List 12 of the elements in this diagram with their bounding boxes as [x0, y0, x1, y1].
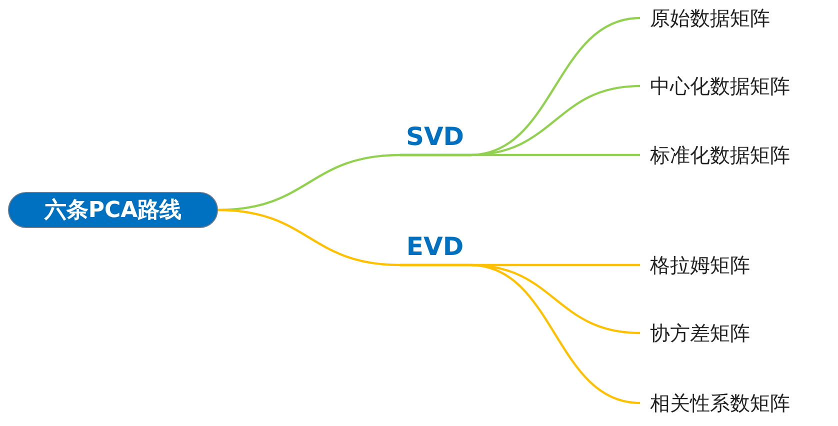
- root-node: 六条PCA路线: [8, 192, 218, 228]
- leaf-label: 原始数据矩阵: [640, 3, 835, 33]
- leaf-label: 相关性系数矩阵: [640, 388, 835, 418]
- branch-line: [218, 208, 400, 266]
- branch-line: [400, 264, 640, 404]
- branch-line: [400, 154, 640, 156]
- branch-label: SVD: [400, 112, 470, 155]
- leaf-label: 协方差矩阵: [640, 318, 835, 348]
- branch-label: EVD: [400, 222, 470, 265]
- leaf-label: 标准化数据矩阵: [640, 140, 835, 170]
- leaf-label: 中心化数据矩阵: [640, 71, 835, 101]
- leaf-label: 格拉姆矩阵: [640, 250, 835, 280]
